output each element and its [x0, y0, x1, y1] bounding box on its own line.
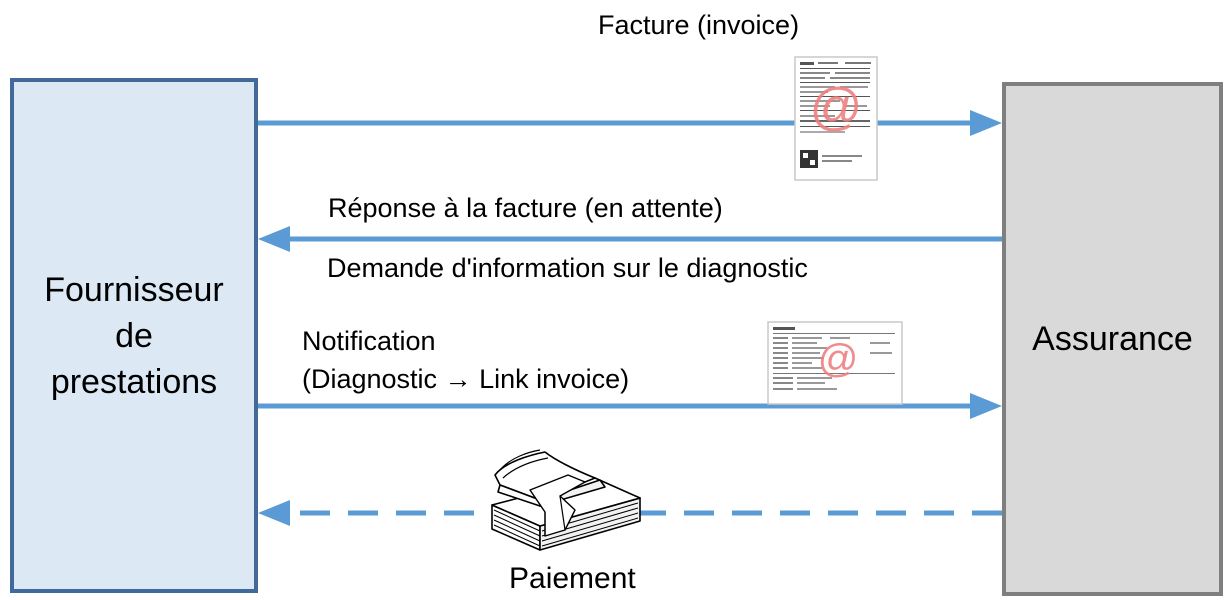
notification-title: Notification [302, 326, 436, 356]
insurance-label: Assurance [1032, 320, 1193, 358]
svg-text:@: @ [810, 78, 863, 136]
invoice-label: Facture (invoice) [598, 10, 800, 40]
payment-label: Paiement [509, 562, 636, 595]
svg-text:@: @ [818, 337, 859, 381]
email-invoice-document-icon: @ [794, 56, 878, 181]
arrow-notification [258, 393, 1002, 419]
arrow-response [258, 226, 1002, 252]
notification-label: Notification (Diagnostic → Link invoice) [302, 322, 629, 398]
info-request-label: Demande d'information sur le diagnostic [327, 253, 808, 283]
arrow-invoice [258, 110, 1002, 136]
right-arrow-icon: → [444, 364, 472, 394]
insurance-box: Assurance [1002, 82, 1223, 596]
notification-detail: (Diagnostic → Link invoice) [302, 360, 629, 398]
provider-label: Fournisseur de prestations [44, 270, 224, 401]
notification-detail-end: Link invoice) [471, 364, 630, 394]
email-notification-document-icon: @ [767, 321, 903, 405]
provider-box: Fournisseur de prestations [10, 78, 258, 593]
notification-detail-start: (Diagnostic [302, 364, 445, 394]
money-stack-icon [491, 449, 641, 551]
arrow-payment [258, 500, 1002, 526]
response-label: Réponse à la facture (en attente) [328, 193, 723, 223]
